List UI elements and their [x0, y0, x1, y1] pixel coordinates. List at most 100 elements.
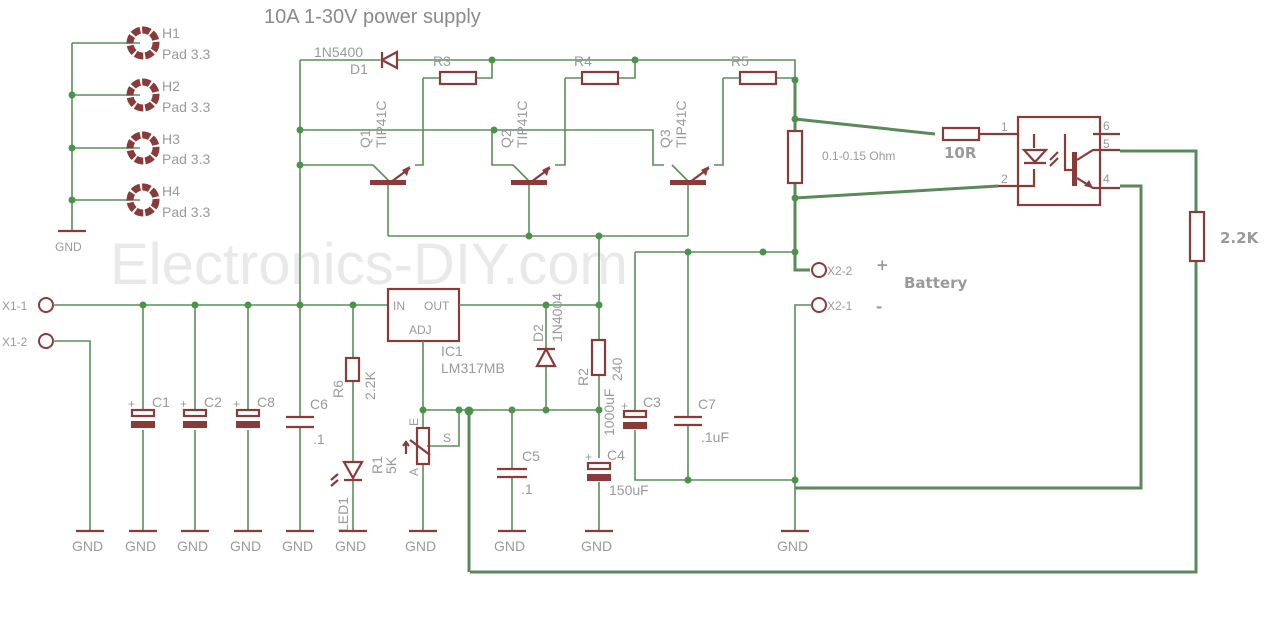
svg-text:6: 6 — [1103, 119, 1110, 133]
svg-text:C8: C8 — [257, 394, 275, 410]
svg-text:S: S — [443, 431, 451, 445]
mounting-hole-h1: H1 Pad 3.3 — [126, 25, 210, 62]
svg-text:E: E — [407, 418, 421, 426]
svg-text:1: 1 — [1001, 120, 1008, 134]
svg-text:X1-1: X1-1 — [2, 299, 28, 313]
mounting-hole-h2: H2 Pad 3.3 — [126, 78, 210, 115]
top-rail: 1N5400 D1 R3 R4 R5 — [296, 44, 796, 305]
svg-text:Pad 3.3: Pad 3.3 — [162, 99, 210, 115]
svg-text:-: - — [876, 298, 882, 316]
svg-text:GND: GND — [177, 538, 208, 554]
svg-text:H1: H1 — [162, 25, 180, 41]
svg-text:C6: C6 — [310, 396, 328, 412]
svg-text:GND: GND — [125, 538, 156, 554]
svg-text:1000uF: 1000uF — [601, 389, 617, 436]
capacitor-c2: + C2 — [180, 305, 222, 530]
diode-d1: 1N5400 D1 — [314, 44, 399, 77]
svg-text:Q3: Q3 — [657, 129, 673, 148]
svg-text:TIP41C: TIP41C — [514, 101, 530, 148]
svg-text:1N5400: 1N5400 — [314, 44, 363, 60]
svg-text:GND: GND — [777, 538, 808, 554]
sense-wires — [794, 117, 999, 200]
svg-text:R6: R6 — [330, 380, 346, 398]
diode-d2: D2 1N4004 — [530, 293, 565, 410]
transistor-q3: Q3 TIP41C — [657, 101, 710, 236]
svg-text:R1: R1 — [369, 456, 385, 474]
emitter-bus — [388, 235, 688, 305]
svg-text:Battery: Battery — [904, 274, 967, 292]
svg-text:TIP41C: TIP41C — [373, 101, 389, 148]
svg-text:R5: R5 — [731, 53, 749, 69]
svg-text:5K: 5K — [383, 456, 399, 474]
resistor-r4: R4 — [555, 53, 636, 166]
capacitor-c7: C7 .1uF — [674, 252, 729, 480]
svg-text:GND: GND — [405, 538, 436, 554]
resistor-10r: 10R — [941, 126, 1018, 162]
capacitor-c8: + C8 — [233, 305, 275, 530]
svg-text:H3: H3 — [162, 131, 180, 147]
svg-text:2: 2 — [1001, 172, 1008, 186]
resistor-r5: R5 — [714, 53, 795, 166]
svg-text:OUT: OUT — [424, 299, 450, 313]
svg-text:1N4004: 1N4004 — [549, 293, 565, 342]
opto-output-wires — [470, 149, 1198, 574]
svg-text:.1: .1 — [521, 481, 533, 497]
battery-connectors: X2-2 + Battery X2-1 - — [791, 256, 967, 530]
mounting-hole-h4: H4 Pad 3.3 — [126, 183, 210, 220]
resistor-r6: R6 2.2K — [330, 305, 378, 530]
mounting-hole-h3: H3 Pad 3.3 — [126, 131, 210, 167]
svg-text:H2: H2 — [162, 78, 180, 94]
svg-text:+: + — [621, 399, 628, 413]
svg-text:GND: GND — [335, 538, 366, 554]
svg-text:GND: GND — [581, 538, 612, 554]
capacitor-c4: + C4 150uF — [585, 447, 649, 498]
transistor-q1: Q1 TIP41C — [357, 101, 411, 236]
svg-text:IN: IN — [393, 299, 405, 313]
optocoupler: 1 2 4 5 6 — [998, 115, 1120, 207]
svg-text:+: + — [876, 256, 889, 274]
svg-text:240: 240 — [609, 357, 625, 381]
svg-text:0.1-0.15 Ohm: 0.1-0.15 Ohm — [822, 149, 895, 163]
svg-text:10R: 10R — [944, 144, 977, 162]
svg-text:+: + — [585, 450, 592, 464]
svg-text:X2-2: X2-2 — [827, 264, 853, 278]
capacitor-c6: C6 .1 — [286, 305, 328, 530]
svg-text:TIP41C: TIP41C — [673, 101, 689, 148]
svg-text:C5: C5 — [522, 448, 540, 464]
svg-text:5: 5 — [1103, 137, 1110, 151]
svg-text:D1: D1 — [350, 61, 368, 77]
ground-symbols: GND GND GND GND GND GND GND GND GND GND — [72, 529, 809, 554]
svg-text:C2: C2 — [204, 394, 222, 410]
resistor-2k2-output: 2.2K — [1188, 210, 1260, 263]
svg-text:GND: GND — [230, 538, 261, 554]
svg-text:GND: GND — [282, 538, 313, 554]
svg-text:IC1: IC1 — [441, 343, 463, 359]
svg-text:R3: R3 — [433, 53, 451, 69]
capacitor-c1: + C1 — [128, 305, 170, 530]
svg-text:150uF: 150uF — [609, 482, 649, 498]
led-1: LED1 — [330, 460, 364, 532]
svg-text:+: + — [180, 397, 187, 411]
shunt-resistor: 0.1-0.15 Ohm — [786, 76, 895, 272]
mounting-holes: GND H1 Pad 3.3 H2 Pad 3.3 H3 Pad 3.3 H4 … — [55, 25, 210, 254]
svg-text:LED1: LED1 — [335, 497, 351, 532]
resistor-r2: R2 240 — [575, 305, 625, 530]
capacitor-c3: + C3 1000uF — [601, 251, 795, 481]
svg-text:2.2K: 2.2K — [1220, 229, 1260, 247]
svg-text:Q1: Q1 — [357, 129, 373, 148]
svg-text:GND: GND — [494, 538, 525, 554]
svg-text:ADJ: ADJ — [409, 323, 432, 337]
svg-text:LM317MB: LM317MB — [441, 360, 505, 376]
svg-text:D2: D2 — [530, 324, 546, 342]
svg-text:Pad 3.3: Pad 3.3 — [162, 151, 210, 167]
svg-text:.1uF: .1uF — [701, 429, 729, 445]
svg-text:2.2K: 2.2K — [362, 371, 378, 400]
svg-text:R2: R2 — [575, 368, 591, 386]
svg-text:X2-1: X2-1 — [827, 299, 853, 313]
svg-text:X1-2: X1-2 — [2, 335, 28, 349]
watermark: Electronics-DIY.com — [110, 232, 628, 297]
regulator-ic1: IN OUT ADJ IC1 LM317MB — [386, 287, 599, 410]
svg-text:Pad 3.3: Pad 3.3 — [162, 46, 210, 62]
svg-text:Pad 3.3: Pad 3.3 — [162, 204, 210, 220]
